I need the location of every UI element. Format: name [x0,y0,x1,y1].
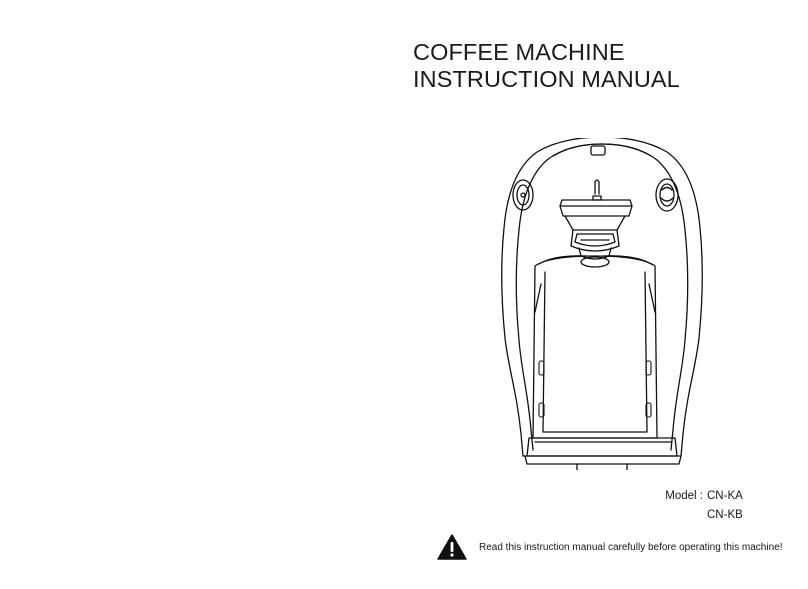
right-dial-icon [655,178,679,212]
model-label: Model : [665,490,703,502]
model-value: CN-KA [707,490,743,502]
warning-triangle-icon [437,534,467,560]
model-value: CN-KB [707,509,743,521]
coffee-machine-illustration [501,138,703,470]
cover-title: COFFEE MACHINE INSTRUCTION MANUAL [413,39,680,93]
cover-title-line-1: COFFEE MACHINE [413,39,625,65]
warning-text: Read this instruction manual carefully b… [479,542,783,553]
model-info: Model : CN-KA CN-KB [630,487,760,525]
left-dial-icon [512,179,534,211]
cover-title-line-2: INSTRUCTION MANUAL [413,66,680,92]
